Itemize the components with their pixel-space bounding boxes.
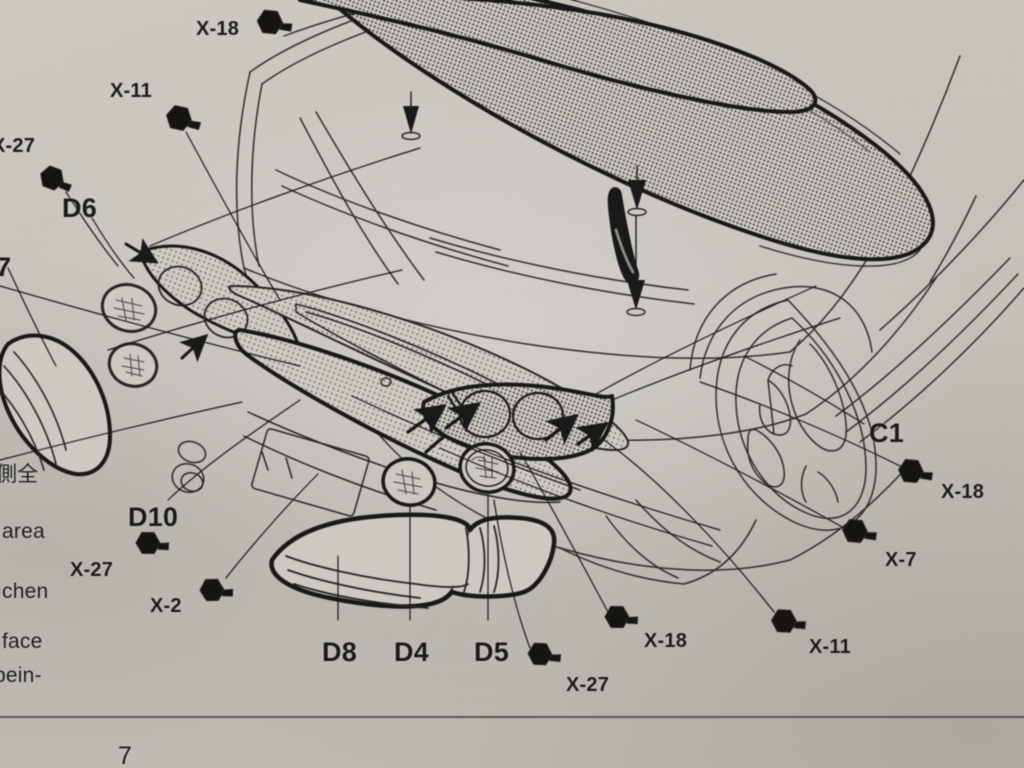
paint-marker-x-2-lower-left xyxy=(196,569,237,610)
paint-marker-x-18-right xyxy=(895,451,936,492)
paint-marker-x-27-mid-left xyxy=(132,523,172,563)
paint-marker-x-18-top xyxy=(254,1,295,43)
paint-marker-x-27-bottom xyxy=(524,634,564,674)
paint-marker-x-11-upper-left xyxy=(164,99,203,139)
paint-marker-x-27-edge-left xyxy=(39,162,73,197)
paint-marker-x-18-bottom xyxy=(601,597,641,637)
paint-marker-x-11-bottom xyxy=(768,600,809,642)
footer-rule xyxy=(0,716,1024,718)
